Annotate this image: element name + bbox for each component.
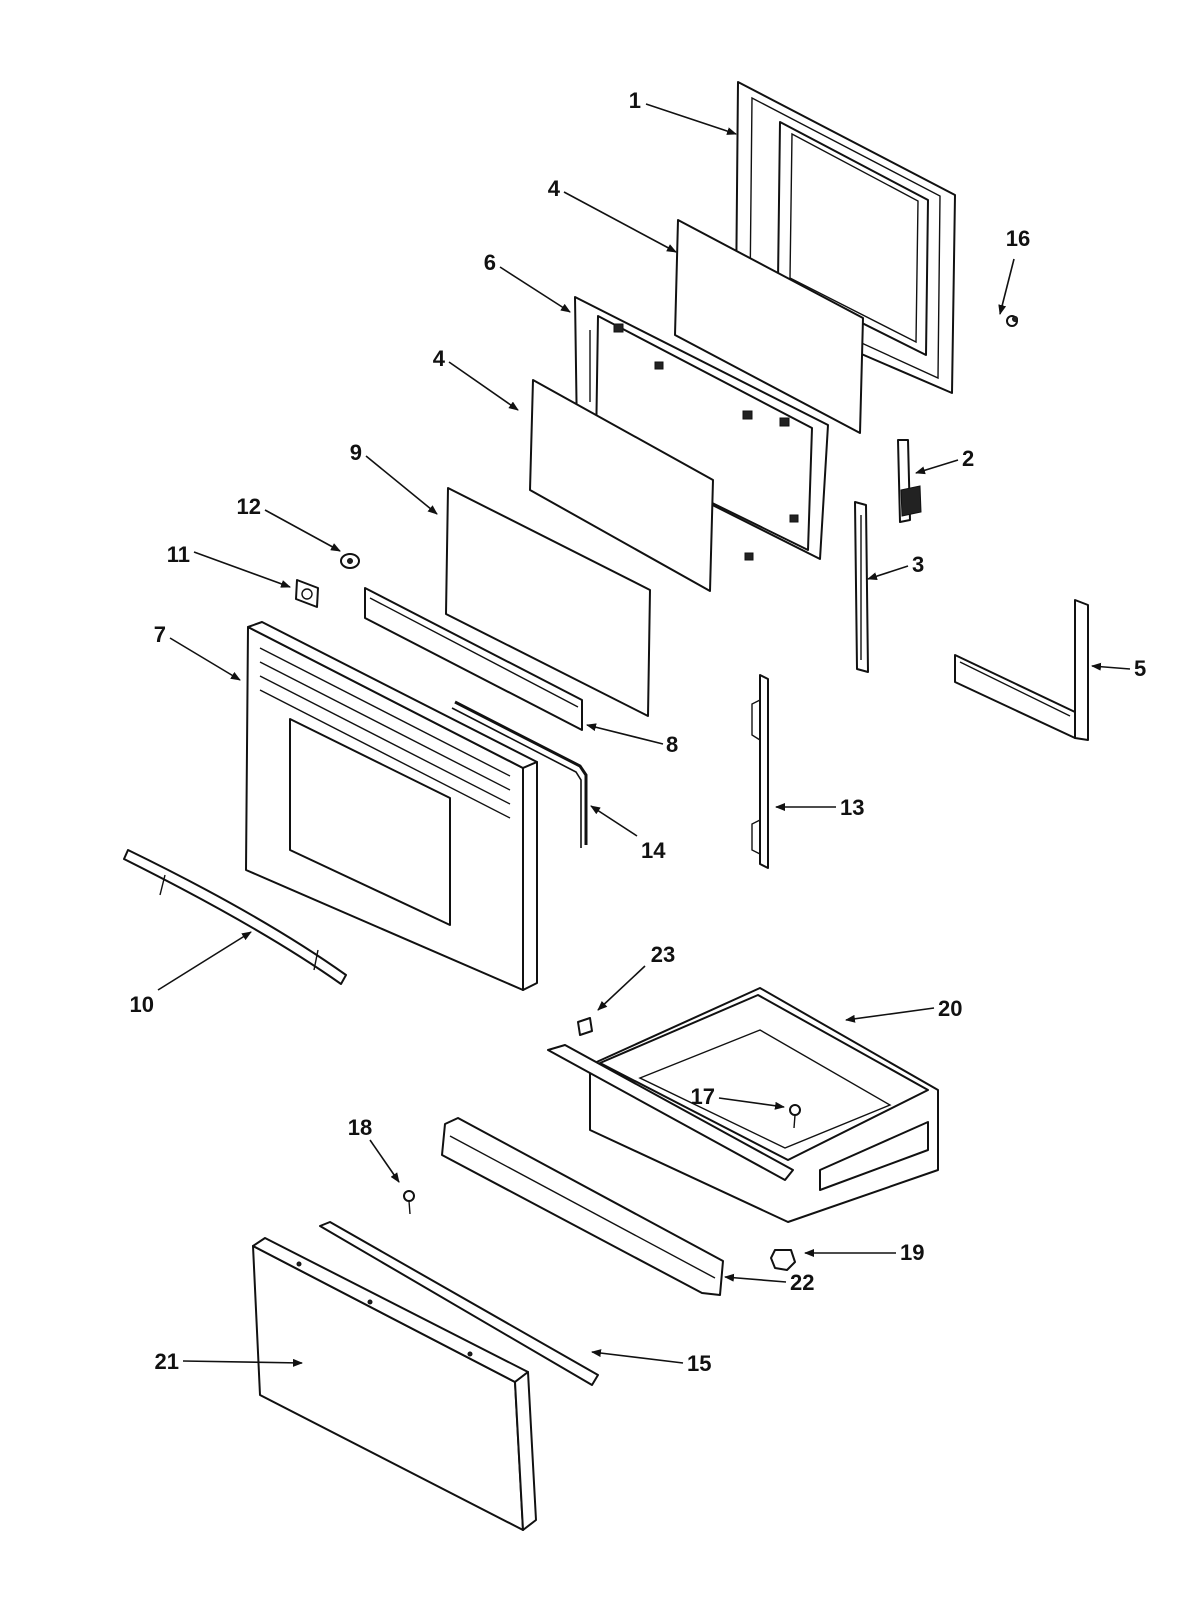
drawer-front-panel (252, 1237, 537, 1531)
drawer-trim-strip (319, 1221, 599, 1386)
outer-door-glass (445, 487, 651, 717)
door-glass-upper (674, 219, 864, 434)
callout-16: 16 (1006, 226, 1030, 251)
leader-lines (157, 103, 1131, 1367)
callout-20: 20 (938, 996, 962, 1021)
callout-6: 6 (484, 250, 496, 275)
side-trim (751, 674, 769, 869)
callout-23: 23 (651, 942, 675, 967)
door-glass-lower (529, 379, 714, 592)
callout-8: 8 (666, 732, 678, 757)
callout-labels: 1 2 3 4 4 5 6 7 8 9 10 11 12 13 14 15 16… (130, 88, 1147, 1376)
callout-4-upper: 4 (548, 176, 561, 201)
callout-2: 2 (962, 446, 974, 471)
screw-18 (403, 1190, 415, 1215)
door-gasket (954, 599, 1089, 741)
callout-3: 3 (912, 552, 924, 577)
storage-drawer (547, 987, 939, 1223)
leveling-leg (770, 1249, 796, 1271)
door-badge (295, 579, 319, 608)
callout-9: 9 (350, 440, 362, 465)
callout-13: 13 (840, 795, 864, 820)
outer-door (245, 621, 538, 991)
nut (340, 553, 360, 569)
door-handle (123, 849, 347, 985)
drawer-stop (577, 1017, 593, 1036)
screw-17 (789, 1104, 801, 1129)
callout-19: 19 (900, 1240, 924, 1265)
hinge-receptacle (854, 501, 869, 673)
callout-5: 5 (1134, 656, 1146, 681)
screw-16 (1006, 315, 1018, 327)
callout-12: 12 (237, 494, 261, 519)
callout-14: 14 (641, 838, 666, 863)
callout-7: 7 (154, 622, 166, 647)
door-seal (451, 700, 588, 848)
callout-15: 15 (687, 1351, 711, 1376)
callout-21: 21 (155, 1349, 179, 1374)
door-hinge (897, 439, 922, 523)
callout-4-lower: 4 (433, 346, 446, 371)
callout-18: 18 (348, 1115, 372, 1140)
callout-11: 11 (167, 542, 190, 567)
callout-17: 17 (691, 1084, 715, 1109)
vent-trim (364, 587, 583, 731)
callout-10: 10 (130, 992, 154, 1017)
callout-1: 1 (629, 88, 641, 113)
callout-22: 22 (790, 1270, 814, 1295)
drawer-slide (441, 1117, 724, 1296)
glass-frame (574, 296, 829, 561)
